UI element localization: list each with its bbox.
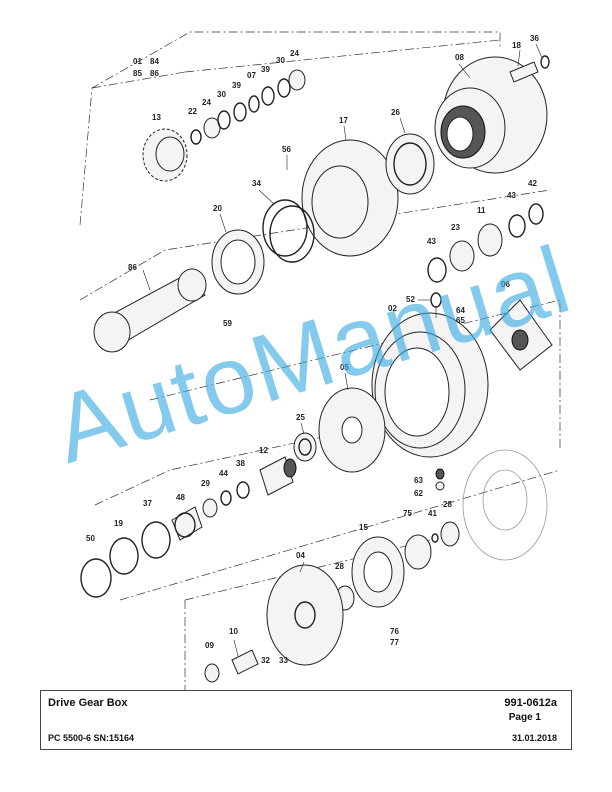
leader-lines [142, 43, 543, 657]
callout-15: 15 [359, 523, 368, 532]
callout-41: 41 [428, 509, 437, 518]
callout-48: 48 [176, 493, 185, 502]
callout-77: 77 [390, 638, 399, 647]
part-86-shaft [93, 268, 207, 353]
part-05-carrier [318, 387, 386, 473]
callout-10: 10 [229, 627, 238, 636]
callout-86: 86 [128, 263, 137, 272]
lower-right-bearings [404, 521, 460, 570]
part-52-eye-bolt [430, 292, 442, 318]
callout-24b: 24 [202, 98, 211, 107]
top-ring-stack [190, 69, 306, 145]
callout-18: 18 [512, 41, 521, 50]
callout-labels: 01 84 85 86 36 18 08 24 30 39 07 39 30 2… [86, 34, 539, 665]
callout-28a: 28 [443, 500, 452, 509]
callout-84: 84 [150, 57, 159, 66]
callout-30a: 30 [276, 56, 285, 65]
callout-56: 56 [282, 145, 291, 154]
part-10-shaft [204, 649, 259, 683]
callout-37: 37 [143, 499, 152, 508]
callout-50: 50 [86, 534, 95, 543]
callout-62: 62 [414, 489, 423, 498]
callout-24a: 24 [290, 49, 299, 58]
callout-42: 42 [528, 179, 537, 188]
callout-34: 34 [252, 179, 261, 188]
part-13-gear [142, 128, 188, 182]
part-17-disc [301, 139, 399, 257]
part-12-gear [259, 456, 297, 496]
callout-09: 09 [205, 641, 214, 650]
callout-32: 32 [261, 656, 270, 665]
ghost-cover [462, 449, 548, 561]
drawing-title: Drive Gear Box [48, 697, 128, 709]
callout-06: 06 [501, 280, 510, 289]
part-18-pin [509, 55, 550, 83]
callout-19: 19 [114, 519, 123, 528]
part-02-ring-gear [371, 312, 489, 458]
callout-12: 12 [259, 446, 268, 455]
callout-08: 08 [455, 53, 464, 62]
part-48-spring [171, 506, 203, 541]
callout-64: 64 [456, 306, 465, 315]
model-serial: PC 5500-6 SN:15164 [48, 733, 135, 743]
part-15-disc [351, 536, 405, 608]
callout-86-top: 86 [150, 69, 159, 78]
part-04-cover [266, 564, 344, 666]
callout-43a: 43 [507, 191, 516, 200]
callout-43b: 43 [427, 237, 436, 246]
callout-33: 33 [279, 656, 288, 665]
document-number: 991-0612a [504, 697, 557, 709]
callout-63: 63 [414, 476, 423, 485]
callout-26: 26 [391, 108, 400, 117]
part-25-bearing [293, 432, 317, 462]
part-08-housing [434, 56, 548, 174]
part-20-gasket [211, 229, 265, 295]
callout-39b: 39 [232, 81, 241, 90]
callout-52: 52 [406, 295, 415, 304]
callout-02: 02 [388, 304, 397, 313]
callout-28b: 28 [335, 562, 344, 571]
callout-07: 07 [247, 71, 256, 80]
part-06-plate [489, 299, 553, 371]
callout-01: 01 [133, 57, 142, 66]
document-date: 31.01.2018 [511, 733, 557, 743]
callout-05: 05 [340, 363, 349, 372]
callout-29: 29 [201, 479, 210, 488]
callout-20: 20 [213, 204, 222, 213]
callout-38: 38 [236, 459, 245, 468]
callout-44: 44 [219, 469, 228, 478]
title-block: Drive Gear Box 991-0612a Page 1 PC 5500-… [40, 690, 572, 750]
callout-65: 65 [456, 316, 465, 325]
callout-11: 11 [477, 206, 486, 215]
right-bearing-stack [427, 203, 544, 283]
mid-ring-stack [202, 481, 250, 518]
exploded-parts-diagram: 01 84 85 86 36 18 08 24 30 39 07 39 30 2… [79, 31, 561, 690]
callout-22: 22 [188, 107, 197, 116]
callout-76: 76 [390, 627, 399, 636]
callout-04: 04 [296, 551, 305, 560]
part-26-bearing [385, 133, 435, 195]
callout-59: 59 [223, 319, 232, 328]
callout-36: 36 [530, 34, 539, 43]
part-34-rings [262, 199, 315, 263]
callout-75: 75 [403, 509, 412, 518]
callout-13: 13 [152, 113, 161, 122]
callout-85: 85 [133, 69, 142, 78]
callout-30b: 30 [217, 90, 226, 99]
page-number: Page 1 [508, 712, 541, 723]
part-63-62-plug [435, 468, 445, 491]
callout-39a: 39 [261, 65, 270, 74]
callout-17: 17 [339, 116, 348, 125]
callout-23: 23 [451, 223, 460, 232]
left-ring-stack [80, 521, 171, 598]
callout-25: 25 [296, 413, 305, 422]
